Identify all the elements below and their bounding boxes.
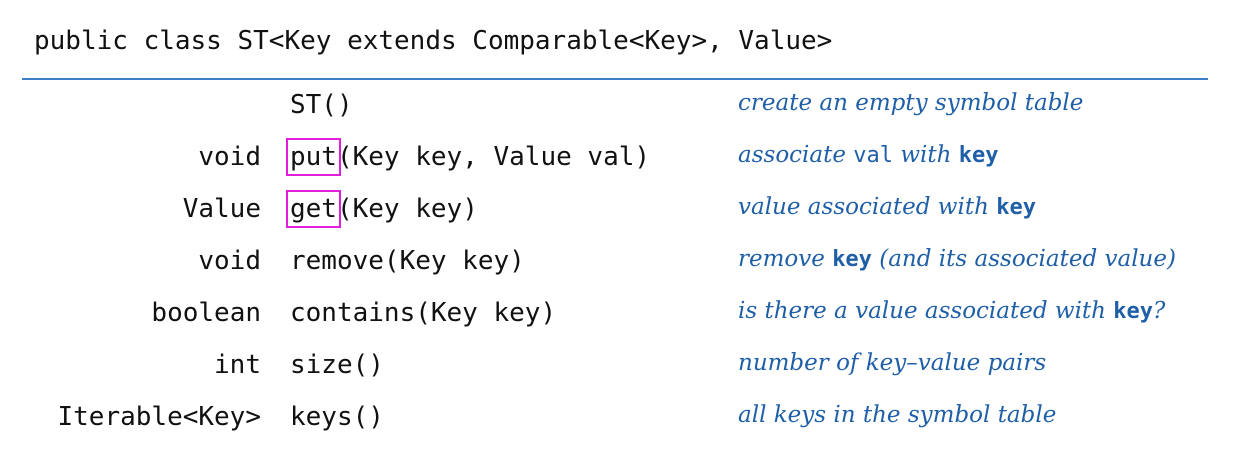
- highlighted-method-name: get: [286, 190, 341, 228]
- desc-code: key: [958, 143, 999, 168]
- api-row: Iterable<Key> keys() all keys in the sym…: [0, 394, 1233, 446]
- desc-text: associate: [738, 142, 854, 168]
- desc-code: val: [853, 143, 894, 168]
- method-description: is there a value associated with key?: [738, 298, 1165, 324]
- method-description: all keys in the symbol table: [738, 402, 1057, 428]
- method-signature: put(Key key, Value val): [286, 138, 651, 176]
- method-signature: remove(Key key): [290, 246, 525, 276]
- method-description: remove key (and its associated value): [738, 246, 1176, 272]
- header-divider: [22, 78, 1208, 80]
- api-header: public class ST<Key extends Comparable<K…: [34, 26, 833, 56]
- return-type: void: [198, 142, 261, 172]
- api-row: Value get(Key key) value associated with…: [0, 186, 1233, 238]
- desc-code: key: [996, 195, 1036, 220]
- desc-code: key: [1113, 299, 1154, 324]
- api-row: boolean contains(Key key) is there a val…: [0, 290, 1233, 342]
- method-description: value associated with key: [738, 194, 1036, 220]
- method-description: create an empty symbol table: [738, 90, 1084, 116]
- method-params: (Key key, Value val): [336, 142, 651, 172]
- desc-text: (and its associated value): [871, 246, 1176, 272]
- method-signature: keys(): [290, 402, 384, 432]
- return-type: boolean: [151, 298, 261, 328]
- return-type: int: [214, 350, 261, 380]
- method-description: number of key–value pairs: [738, 350, 1047, 376]
- return-type: void: [198, 246, 261, 276]
- method-description: associate val with key: [738, 142, 999, 168]
- desc-text: remove: [738, 246, 833, 272]
- desc-text: value associated with: [738, 194, 997, 220]
- api-row: ST() create an empty symbol table: [0, 82, 1233, 134]
- return-type: Iterable<Key>: [57, 402, 262, 432]
- method-signature: get(Key key): [286, 190, 478, 228]
- desc-text: ?: [1153, 298, 1166, 324]
- highlighted-method-name: put: [286, 138, 341, 176]
- method-signature: ST(): [290, 90, 353, 120]
- method-signature: size(): [290, 350, 384, 380]
- method-signature: contains(Key key): [290, 298, 557, 328]
- return-type: Value: [182, 194, 261, 224]
- desc-code: key: [832, 247, 872, 272]
- desc-text: is there a value associated with: [738, 298, 1114, 324]
- api-row: int size() number of key–value pairs: [0, 342, 1233, 394]
- desc-text: with: [893, 142, 959, 168]
- api-row: void remove(Key key) remove key (and its…: [0, 238, 1233, 290]
- method-params: (Key key): [336, 194, 478, 224]
- api-row: void put(Key key, Value val) associate v…: [0, 134, 1233, 186]
